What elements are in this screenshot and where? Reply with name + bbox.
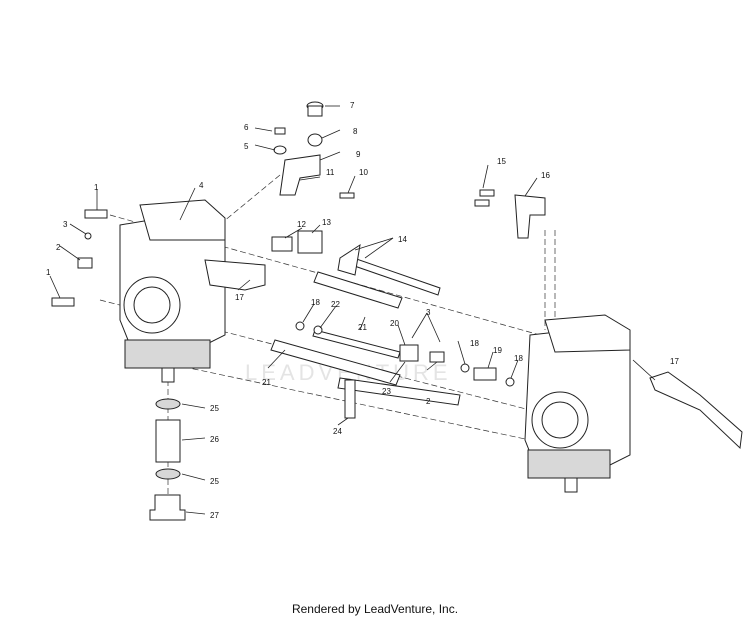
callout-7: 7 bbox=[350, 101, 355, 110]
callout-17-right: 17 bbox=[670, 357, 679, 366]
callout-17-left: 17 bbox=[235, 293, 244, 302]
callout-2-left: 2 bbox=[56, 243, 61, 252]
callout-21-lower: 21 bbox=[262, 378, 271, 387]
left-carburetor bbox=[119, 199, 266, 383]
callout-1-lower: 1 bbox=[46, 268, 51, 277]
callout-20: 20 bbox=[390, 319, 399, 328]
callout-3-left: 3 bbox=[63, 220, 68, 229]
callout-12: 12 bbox=[297, 220, 306, 229]
callout-9: 9 bbox=[356, 150, 361, 159]
callout-13: 13 bbox=[322, 218, 331, 227]
callout-18-center: 18 bbox=[470, 339, 479, 348]
callout-labels: 1 1 2 2 3 3 4 5 6 7 8 9 10 11 12 13 14 1… bbox=[46, 101, 679, 520]
callout-22: 22 bbox=[331, 300, 340, 309]
callout-3-center: 3 bbox=[426, 308, 431, 317]
callout-6: 6 bbox=[244, 123, 249, 132]
callout-5: 5 bbox=[244, 142, 249, 151]
leader-lines bbox=[49, 105, 656, 515]
callout-25-lower: 25 bbox=[210, 477, 219, 486]
callout-1-upper: 1 bbox=[94, 183, 99, 192]
callout-26: 26 bbox=[210, 435, 219, 444]
footer-credit: Rendered by LeadVenture, Inc. bbox=[291, 602, 459, 616]
callout-14: 14 bbox=[398, 235, 407, 244]
callout-11: 11 bbox=[326, 168, 335, 177]
callout-2-center: 2 bbox=[426, 397, 431, 406]
callout-25-upper: 25 bbox=[210, 404, 219, 413]
right-carburetor bbox=[524, 314, 631, 493]
callout-23: 23 bbox=[382, 387, 391, 396]
callout-18-left: 18 bbox=[311, 298, 320, 307]
callout-21-upper: 21 bbox=[358, 323, 367, 332]
callout-4: 4 bbox=[199, 181, 204, 190]
callout-16: 16 bbox=[541, 171, 550, 180]
callout-18-right: 18 bbox=[514, 354, 523, 363]
callout-10: 10 bbox=[359, 168, 368, 177]
callout-15: 15 bbox=[497, 157, 506, 166]
callout-27: 27 bbox=[210, 511, 219, 520]
callout-24: 24 bbox=[333, 427, 342, 436]
linkage-shafts bbox=[270, 254, 743, 450]
callout-19: 19 bbox=[493, 346, 502, 355]
small-parts bbox=[51, 101, 546, 521]
callout-8: 8 bbox=[353, 127, 358, 136]
